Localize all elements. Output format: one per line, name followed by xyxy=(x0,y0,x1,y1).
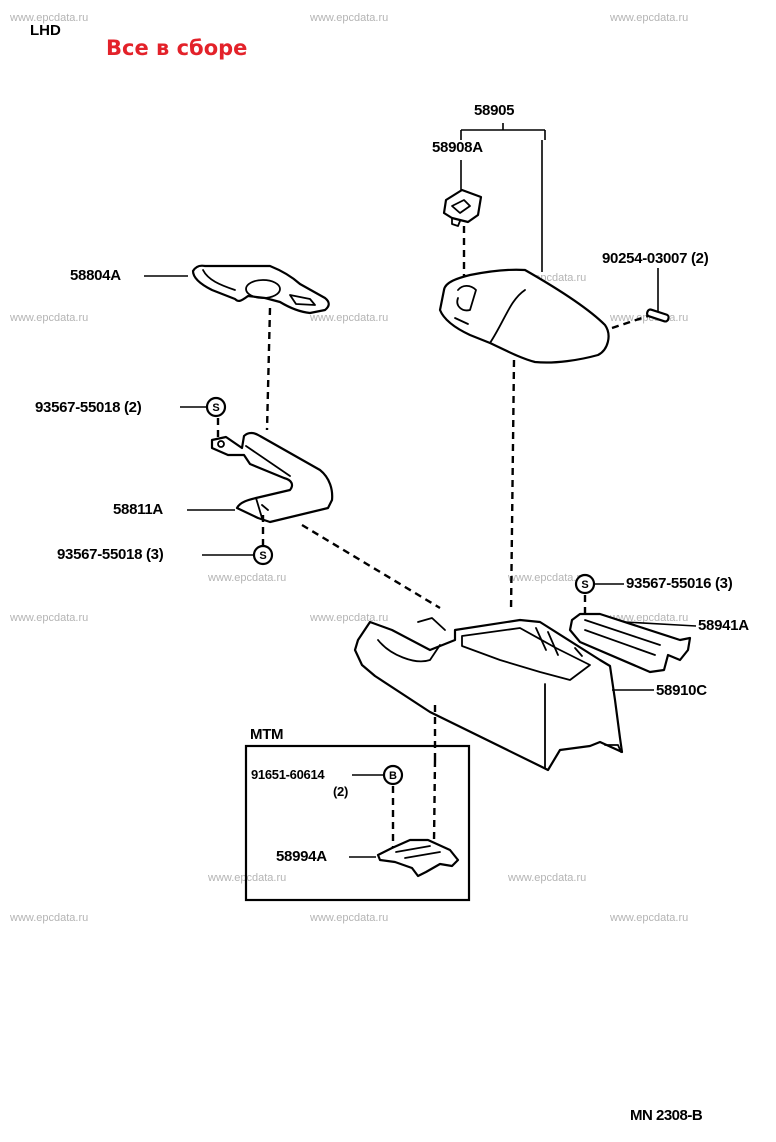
part-label-58811A[interactable]: 58811A xyxy=(113,501,163,518)
part-label-58908A[interactable]: 58908A xyxy=(432,139,483,156)
dashed-guide xyxy=(265,307,272,431)
mtm-box-title: MTM xyxy=(250,726,284,743)
part-58905-armrest-drawing xyxy=(438,268,610,364)
assembly-bracket-58905 xyxy=(460,123,546,272)
part-label-58994A[interactable]: 58994A xyxy=(276,848,327,865)
part-58811A-drawing xyxy=(210,431,334,524)
dashed-guide xyxy=(301,523,441,610)
watermark: www.epcdata.ru xyxy=(310,612,389,624)
watermark: www.epcdata.ru xyxy=(10,612,89,624)
watermark: www.epcdata.ru xyxy=(310,312,389,324)
part-58908A-drawing xyxy=(442,188,483,227)
part-label-58910C[interactable]: 58910C xyxy=(656,682,707,699)
part-label-93567-55016[interactable]: 93567-55016 (3) xyxy=(626,575,733,592)
part-58941A-drawing xyxy=(568,612,692,674)
leader-58941A xyxy=(624,621,697,627)
part-label-93567-55018-2[interactable]: 93567-55018 (2) xyxy=(35,399,142,416)
watermark: www.epcdata.ru xyxy=(610,612,689,624)
dashed-guide xyxy=(611,314,649,330)
part-label-90254-03007[interactable]: 90254-03007 (2) xyxy=(602,250,709,267)
diagram-code: MN 2308-B xyxy=(630,1107,703,1124)
svg-text:S: S xyxy=(259,550,266,562)
mtm-box-frame xyxy=(244,744,471,902)
svg-text:B: B xyxy=(389,770,397,782)
part-58994A-drawing xyxy=(376,838,460,878)
screw-icon: S xyxy=(252,544,274,566)
part-label-58941A[interactable]: 58941A xyxy=(698,617,749,634)
screw-icon: S xyxy=(205,396,227,418)
part-qty-91651: (2) xyxy=(333,784,348,799)
part-label-58804A[interactable]: 58804A xyxy=(70,267,121,284)
watermark: www.epcdata.ru xyxy=(310,912,389,924)
watermark: www.epcdata.ru xyxy=(208,872,287,884)
watermark: www.epcdata.ru xyxy=(208,572,287,584)
part-label-93567-55018-3[interactable]: 93567-55018 (3) xyxy=(57,546,164,563)
screw-icon: S xyxy=(574,573,596,595)
watermark: www.epcdata.ru xyxy=(610,912,689,924)
watermark: www.epcdata.ru xyxy=(310,12,389,24)
dashed-guide xyxy=(509,359,516,613)
diagram-title: Все в сборе xyxy=(106,36,248,60)
watermark: www.epcdata.ru xyxy=(508,572,587,584)
part-label-58905[interactable]: 58905 xyxy=(474,102,515,119)
dashed-guide xyxy=(432,759,437,843)
watermark: www.epcdata.ru xyxy=(508,872,587,884)
part-58910C-console-drawing xyxy=(353,617,624,772)
part-label-91651-60614[interactable]: 91651-60614 xyxy=(251,767,325,782)
svg-text:S: S xyxy=(212,402,219,414)
variant-label: LHD xyxy=(30,22,61,39)
watermark: www.epcdata.ru xyxy=(610,12,689,24)
svg-text:S: S xyxy=(581,579,588,591)
watermark: www.epcdata.ru xyxy=(10,12,89,24)
watermark: www.epcdata.ru xyxy=(10,912,89,924)
watermark: www.epcdata.ru xyxy=(10,312,89,324)
part-90254-pin-drawing xyxy=(645,308,670,323)
part-58804A-drawing xyxy=(191,264,330,315)
bolt-icon: B xyxy=(382,764,404,786)
